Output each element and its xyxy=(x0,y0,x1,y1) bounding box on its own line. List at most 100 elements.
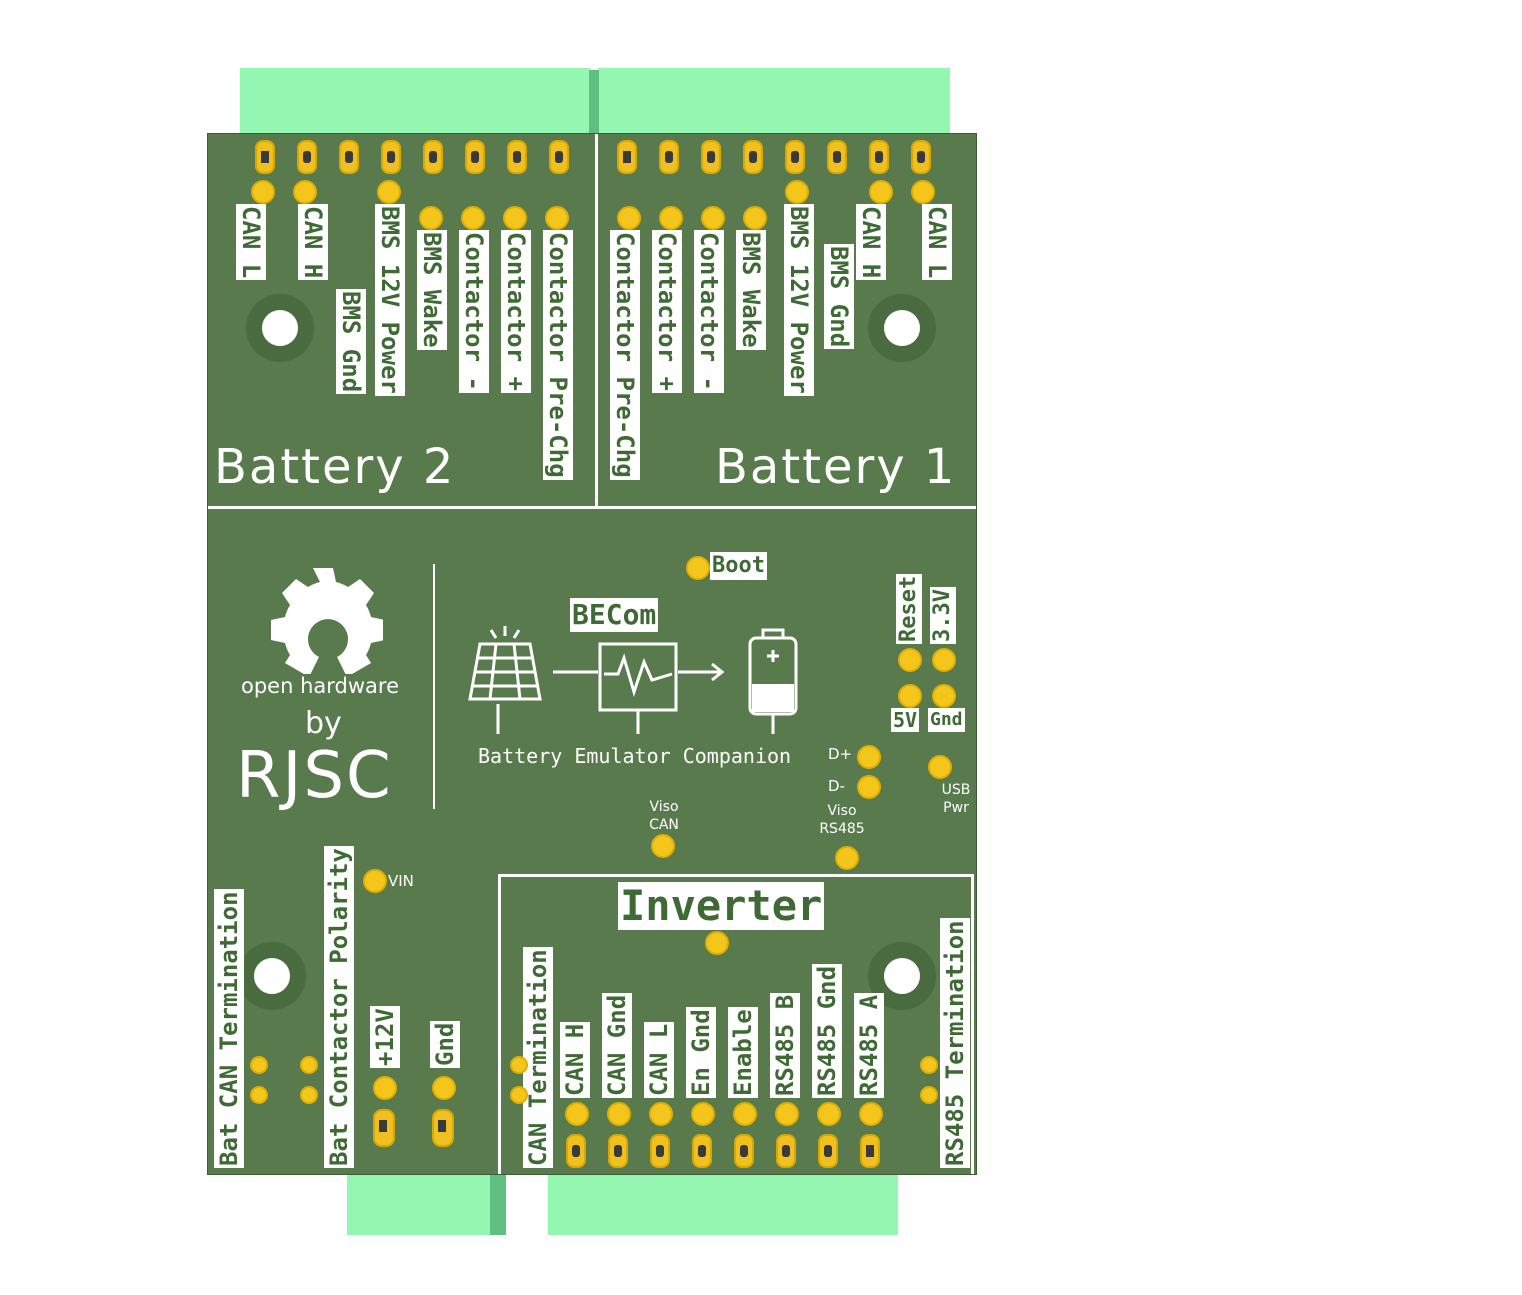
inv-pad-1 xyxy=(566,1134,586,1168)
b2-label-bms-gnd: BMS Gnd xyxy=(336,289,366,395)
gnd-testpoint xyxy=(932,684,956,708)
v33-label: 3.3V xyxy=(930,587,956,644)
b2-pad-6 xyxy=(465,140,485,174)
b1-label-can-l: CAN L xyxy=(922,204,952,281)
inv-tp-5 xyxy=(733,1102,757,1126)
top-vertical-divider xyxy=(595,134,598,506)
b2-label-bms-wake: BMS Wake xyxy=(417,230,447,350)
b2-pad-7 xyxy=(507,140,527,174)
viso-rs485-testpoint xyxy=(835,846,859,870)
can-termination-label: CAN Termination xyxy=(523,947,553,1168)
boot-label: Boot xyxy=(710,552,767,580)
b1-pad-4 xyxy=(743,140,763,174)
inv-pad-8 xyxy=(860,1134,880,1168)
b1-pad-8 xyxy=(911,140,931,174)
connector-gap xyxy=(589,70,599,136)
battery2-connector xyxy=(240,68,590,136)
b1-tp-can-h xyxy=(869,180,893,204)
rjsc-logo: RJSC xyxy=(236,739,393,813)
b1-pad-6 xyxy=(827,140,847,174)
power-connector-side xyxy=(490,1170,506,1235)
boot-testpoint xyxy=(686,556,710,580)
b1-pad-3 xyxy=(701,140,721,174)
gnd-small-label: Gnd xyxy=(928,708,965,732)
b1-label-bms-wake: BMS Wake xyxy=(736,230,766,350)
oshw-text: open hardware xyxy=(241,674,399,698)
bat-contactor-polarity-label: Bat Contactor Polarity xyxy=(324,846,354,1168)
gnd-power-testpoint xyxy=(432,1076,456,1100)
reset-label: Reset xyxy=(896,573,922,644)
mounting-hole-bottom-left xyxy=(238,942,306,1010)
b2-label-contactor-prechg: Contactor Pre-Chg xyxy=(543,230,573,480)
b1-tp-wake xyxy=(743,206,767,230)
plus12v-label: +12V xyxy=(370,1006,400,1068)
v5-label: 5V xyxy=(891,708,920,732)
becom-subtitle: Battery Emulator Companion xyxy=(478,744,792,768)
polarity-jumper-2 xyxy=(300,1086,318,1104)
battery1-connector xyxy=(598,68,950,136)
b2-tp-cont-minus xyxy=(461,206,485,230)
inverter-testpoint xyxy=(705,931,729,955)
plus12v-testpoint xyxy=(373,1076,397,1100)
reset-testpoint xyxy=(898,648,922,672)
by-text: by xyxy=(305,706,342,741)
logo-divider xyxy=(433,564,435,809)
b1-tp-12v xyxy=(785,180,809,204)
pcb-board: CAN L CAN H BMS Gnd BMS 12V Power BMS Wa… xyxy=(207,133,977,1175)
dplus-label: D+ xyxy=(828,745,853,763)
battery2-title: Battery 2 xyxy=(214,439,456,495)
inv-pad-2 xyxy=(608,1134,628,1168)
gnd-power-pad xyxy=(432,1109,454,1147)
inv-rs485-gnd-label: RS485 Gnd xyxy=(812,963,842,1098)
b2-tp-can-h xyxy=(293,180,317,204)
b2-label-contactor-minus: Contactor - xyxy=(459,230,489,393)
inv-pad-5 xyxy=(734,1134,754,1168)
b2-pad-4 xyxy=(381,140,401,174)
viso-can-label: Viso CAN xyxy=(649,799,679,833)
bat-can-term-jumper-1 xyxy=(250,1056,268,1074)
b1-label-contactor-plus: Contactor + xyxy=(652,230,682,393)
inv-tp-7 xyxy=(817,1102,841,1126)
inv-can-h-label: CAN H xyxy=(560,1021,590,1098)
b1-pad-5 xyxy=(785,140,805,174)
dminus-label: D- xyxy=(828,777,845,795)
b2-pad-2 xyxy=(297,140,317,174)
b1-label-contactor-minus: Contactor - xyxy=(694,230,724,393)
b2-tp-wake xyxy=(419,206,443,230)
b2-label-can-h: CAN H xyxy=(298,204,328,281)
power-connector xyxy=(347,1170,492,1235)
usb-pwr-label: USB Pwr xyxy=(941,782,971,816)
b2-tp-prechg xyxy=(545,206,569,230)
b2-pad-1 xyxy=(255,140,275,174)
rs485-term-jumper-2 xyxy=(920,1086,938,1104)
inverter-box-left xyxy=(498,874,501,1174)
v33-testpoint xyxy=(932,648,956,672)
b2-pad-5 xyxy=(423,140,443,174)
usb-pwr-testpoint xyxy=(928,755,952,779)
mounting-hole-top-left xyxy=(246,294,314,362)
b1-tp-can-l xyxy=(911,180,935,204)
b1-tp-prechg xyxy=(617,206,641,230)
viso-can-testpoint xyxy=(651,834,675,858)
rs485-term-jumper-1 xyxy=(920,1056,938,1074)
mounting-hole-top-right xyxy=(868,294,936,362)
inv-tp-8 xyxy=(859,1102,883,1126)
inv-can-l-label: CAN L xyxy=(644,1021,674,1098)
inverter-title: Inverter xyxy=(618,881,825,930)
inv-rs485-b-label: RS485 B xyxy=(770,992,800,1098)
v5-testpoint xyxy=(898,684,922,708)
b1-label-bms-gnd: BMS Gnd xyxy=(824,244,854,350)
battery1-title: Battery 1 xyxy=(715,439,957,495)
viso-rs485-label: Viso RS485 xyxy=(819,803,865,837)
bat-can-term-jumper-2 xyxy=(250,1086,268,1104)
b2-tp-12v xyxy=(377,180,401,204)
inv-pad-3 xyxy=(650,1134,670,1168)
dplus-testpoint xyxy=(857,745,881,769)
can-term-jumper-2 xyxy=(510,1086,528,1104)
becom-title: BECom xyxy=(570,598,659,632)
inverter-box-top xyxy=(498,874,974,877)
b1-label-contactor-prechg: Contactor Pre-Chg xyxy=(610,230,640,480)
b1-label-bms-12v: BMS 12V Power xyxy=(784,204,814,396)
b2-pad-8 xyxy=(549,140,569,174)
inv-can-gnd-label: CAN Gnd xyxy=(602,992,632,1098)
